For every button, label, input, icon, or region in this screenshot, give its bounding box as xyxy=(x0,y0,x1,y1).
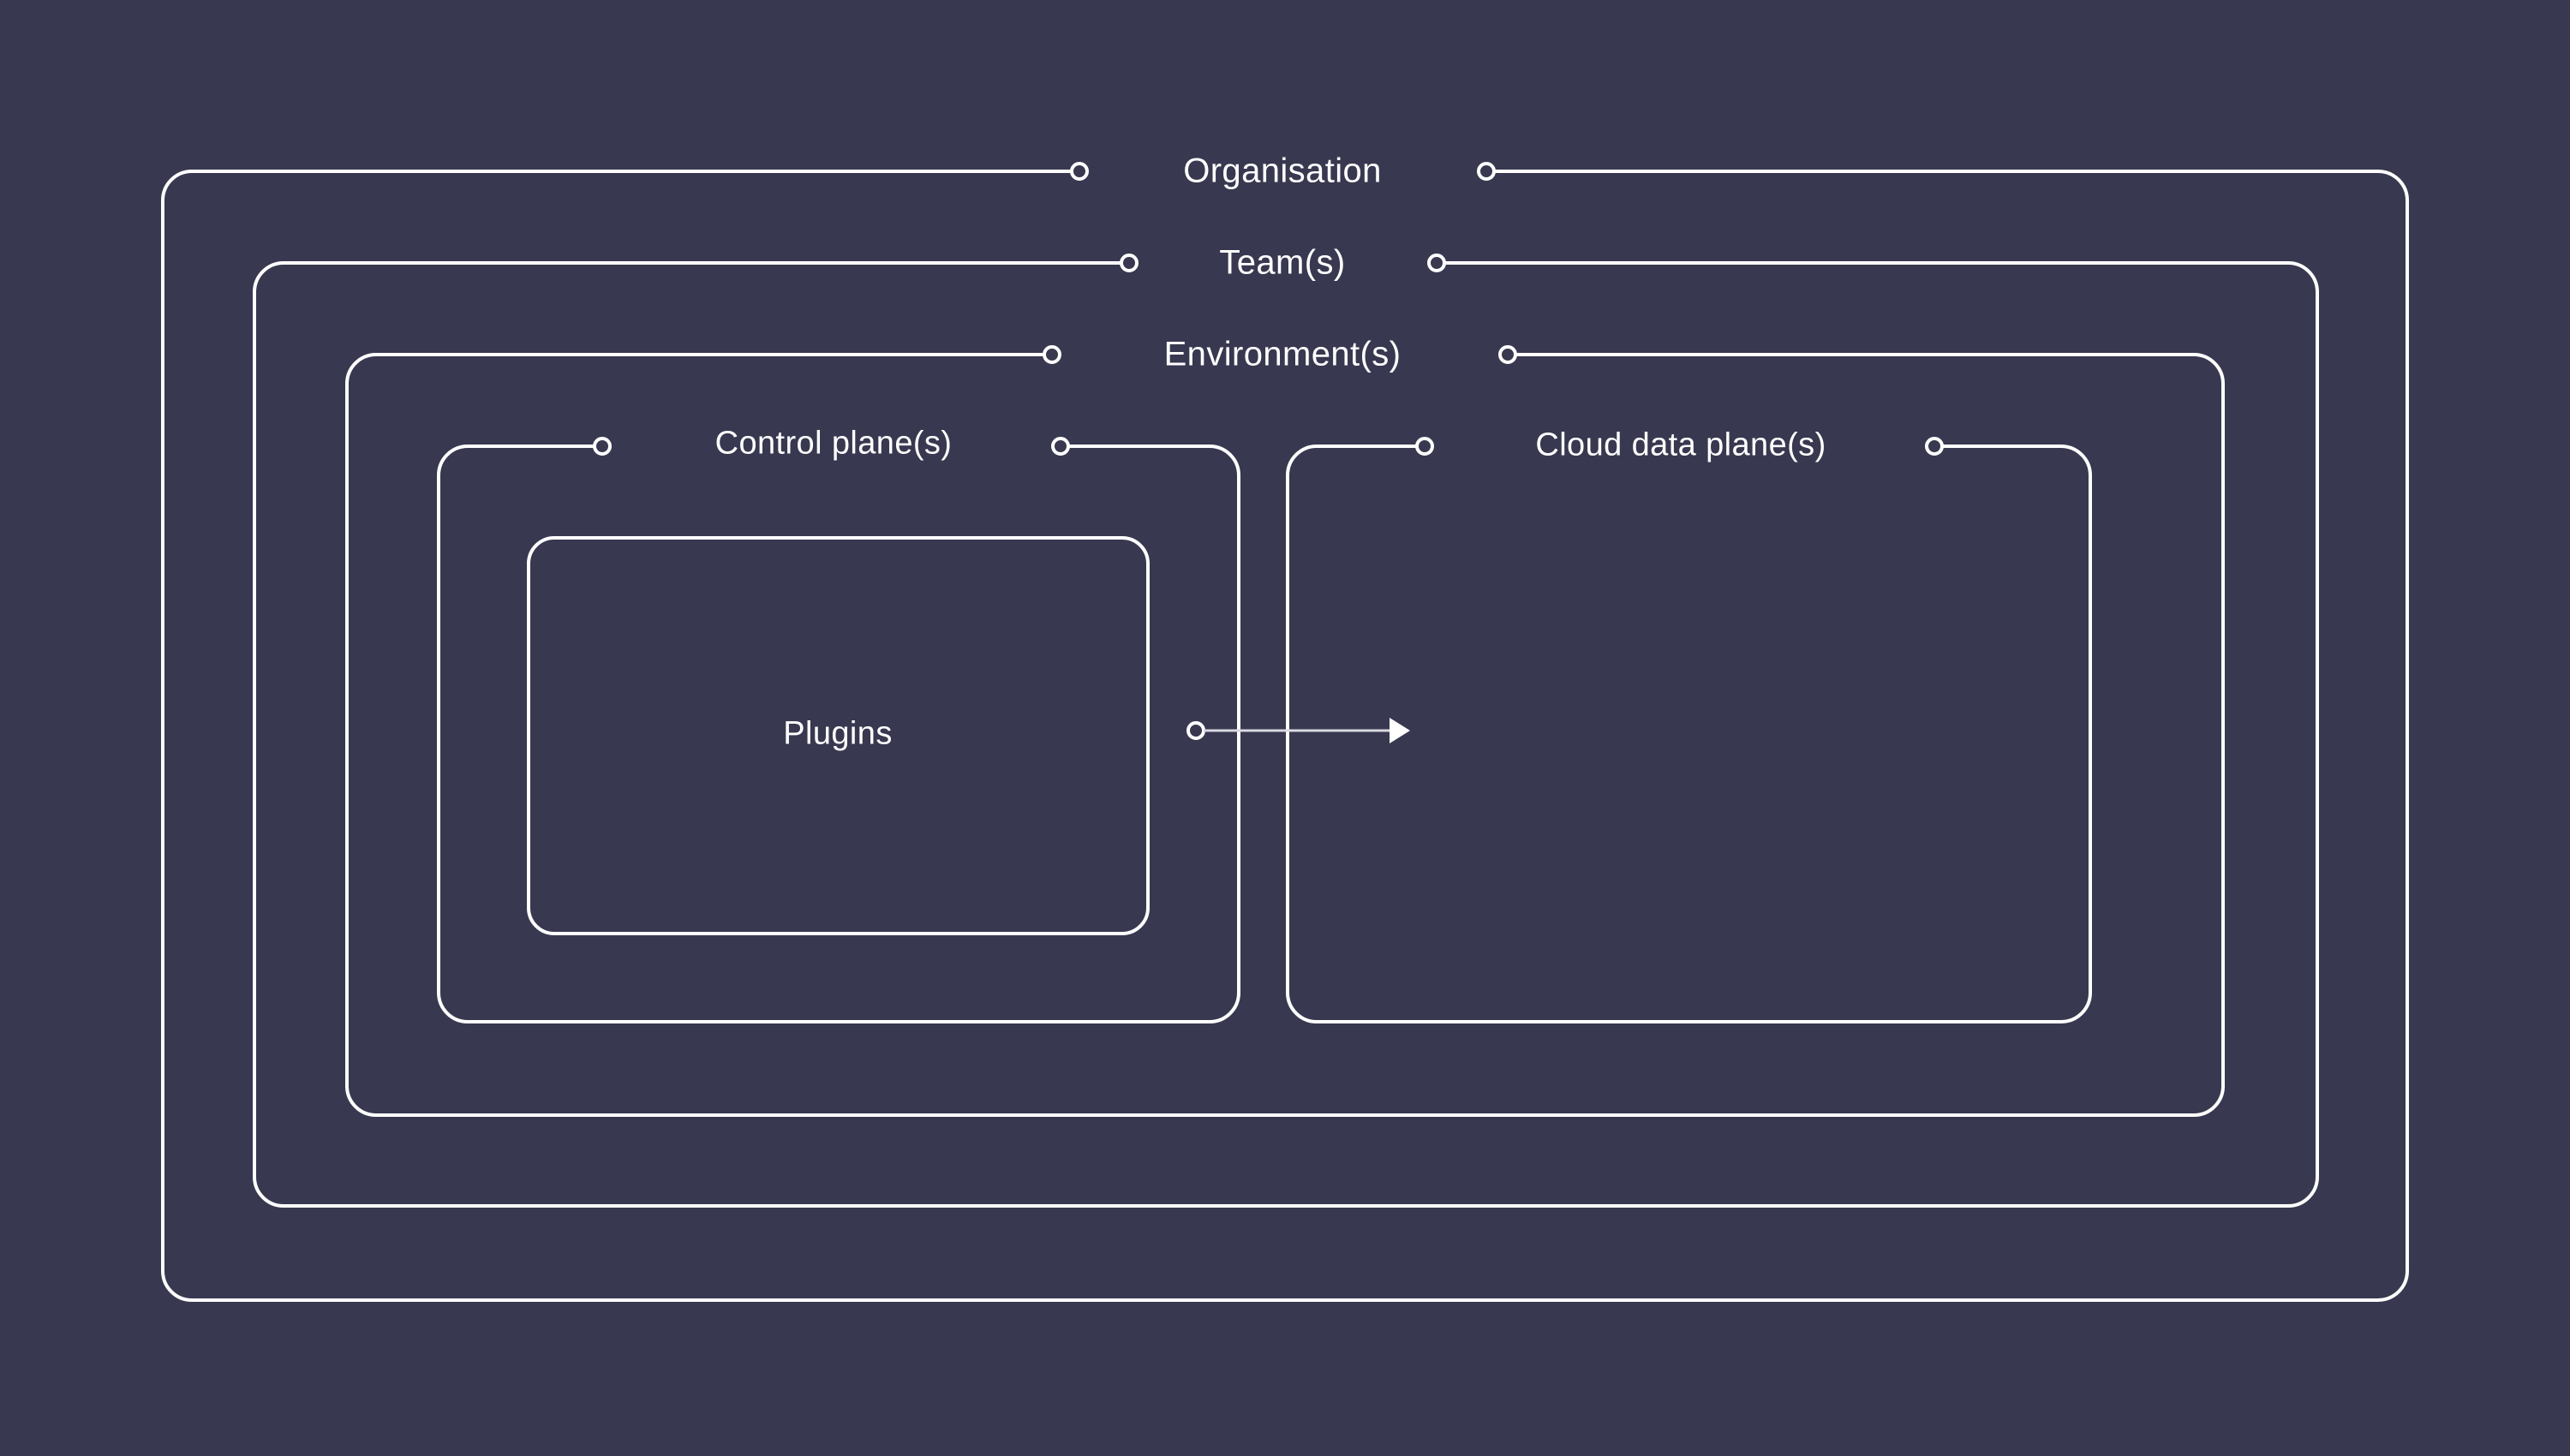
container-cloud-data-plane-node-left xyxy=(1415,437,1434,456)
label-plugins: Plugins xyxy=(783,715,893,752)
container-organisation[interactable] xyxy=(161,162,2409,1302)
label-control-plane: Control plane(s) xyxy=(714,425,953,462)
container-control-plane-outline xyxy=(437,445,1240,1023)
connector-plugins-to-cloud-data-plane xyxy=(1186,718,1410,743)
label-cloud-data-plane: Cloud data plane(s) xyxy=(1535,427,1826,463)
container-organisation-outline xyxy=(161,170,2409,1302)
container-organisation-node-right xyxy=(1477,162,1496,181)
label-team: Team(s) xyxy=(1219,243,1346,282)
container-environment-node-left xyxy=(1043,345,1061,364)
label-environment: Environment(s) xyxy=(1163,335,1402,373)
container-plugins-outline xyxy=(527,536,1150,935)
arrow-head-icon xyxy=(1390,718,1410,743)
container-team-node-right xyxy=(1427,254,1446,272)
container-team-outline xyxy=(253,261,2319,1208)
container-control-plane-node-left xyxy=(593,437,612,456)
container-team-node-left xyxy=(1120,254,1139,272)
container-team[interactable] xyxy=(253,254,2319,1208)
container-cloud-data-plane-outline xyxy=(1286,445,2092,1023)
container-cloud-data-plane-node-right xyxy=(1925,437,1944,456)
container-organisation-node-left xyxy=(1070,162,1089,181)
container-environment[interactable] xyxy=(345,345,2225,1117)
container-control-plane-node-right xyxy=(1051,437,1070,456)
connector-origin-node xyxy=(1186,721,1205,740)
label-organisation: Organisation xyxy=(1183,152,1382,190)
container-cloud-data-plane[interactable] xyxy=(1286,437,2092,1023)
container-environment-outline xyxy=(345,353,2225,1117)
container-control-plane[interactable] xyxy=(437,437,1240,1023)
container-plugins[interactable] xyxy=(527,536,1150,935)
container-environment-node-right xyxy=(1498,345,1517,364)
